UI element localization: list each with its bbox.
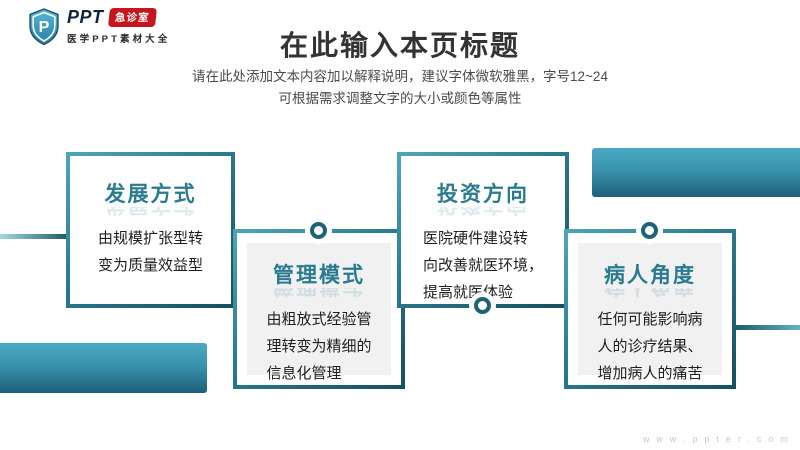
connector-ring-1 xyxy=(310,222,327,239)
subtitle-line-2: 可根据需求调整文字的大小或颜色等属性 xyxy=(278,90,522,106)
box-body: 由粗放式经验管 理转变为精细的 信息化管理 xyxy=(266,311,372,382)
box-title: 投资方向 xyxy=(437,183,529,206)
diagram-box-investment: 投资方向 投资方向 医院硬件建设转 向改善就医环境， 提高就医体验 xyxy=(397,152,569,308)
box-inner-panel: 病人角度 病人角度 任何可能影响病 人的诊疗结果、 增加病人的痛苦 xyxy=(578,243,722,382)
box-title-reflection: 发展方式 xyxy=(70,207,231,221)
logo: P PPT 急诊室 医学PPT素材大全 xyxy=(28,7,170,45)
brand-tagline: 医学PPT素材大全 xyxy=(67,34,171,45)
shield-logo-icon: P xyxy=(29,7,59,45)
brand-text: PPT xyxy=(67,7,104,27)
box-title: 管理模式 xyxy=(273,264,365,287)
box-title: 病人角度 xyxy=(604,264,696,287)
box-title: 发展方式 xyxy=(104,183,197,206)
page-title: 在此输入本页标题 xyxy=(279,30,520,61)
connector-line-right xyxy=(734,325,800,330)
box-title-reflection: 病人角度 xyxy=(578,288,722,302)
accent-bar-top-right xyxy=(592,148,800,197)
accent-bar-bottom-left xyxy=(0,343,207,393)
box-body: 由规模扩张型转 变为质量效益型 xyxy=(97,230,203,274)
watermark: w w w . p p t e r . c o m xyxy=(642,434,790,444)
diagram-box-development: 发展方式 发展方式 由规模扩张型转 变为质量效益型 xyxy=(66,152,235,308)
box-body: 任何可能影响病 人的诊疗结果、 增加病人的痛苦 xyxy=(597,311,703,382)
diagram-box-management: 管理模式 管理模式 由粗放式经验管 理转变为精细的 信息化管理 xyxy=(233,229,405,389)
subtitle-line-1: 请在此处添加文本内容加以解释说明，建议字体微软雅黑，字号12~24 xyxy=(192,69,608,84)
page-subtitle: 请在此处添加文本内容加以解释说明，建议字体微软雅黑，字号12~24 可根据需求调… xyxy=(0,66,800,109)
connector-ring-2 xyxy=(474,297,491,314)
box-title-reflection: 管理模式 xyxy=(247,288,391,302)
connector-ring-3 xyxy=(641,222,658,239)
box-body: 医院硬件建设转 向改善就医环境， 提高就医体验 xyxy=(422,230,543,301)
connector-line-left xyxy=(0,234,68,239)
box-title-reflection: 投资方向 xyxy=(401,207,565,221)
shield-letter: P xyxy=(39,19,50,36)
box-inner-panel: 管理模式 管理模式 由粗放式经验管 理转变为精细的 信息化管理 xyxy=(247,243,391,382)
diagram-box-patient: 病人角度 病人角度 任何可能影响病 人的诊疗结果、 增加病人的痛苦 xyxy=(564,229,736,389)
